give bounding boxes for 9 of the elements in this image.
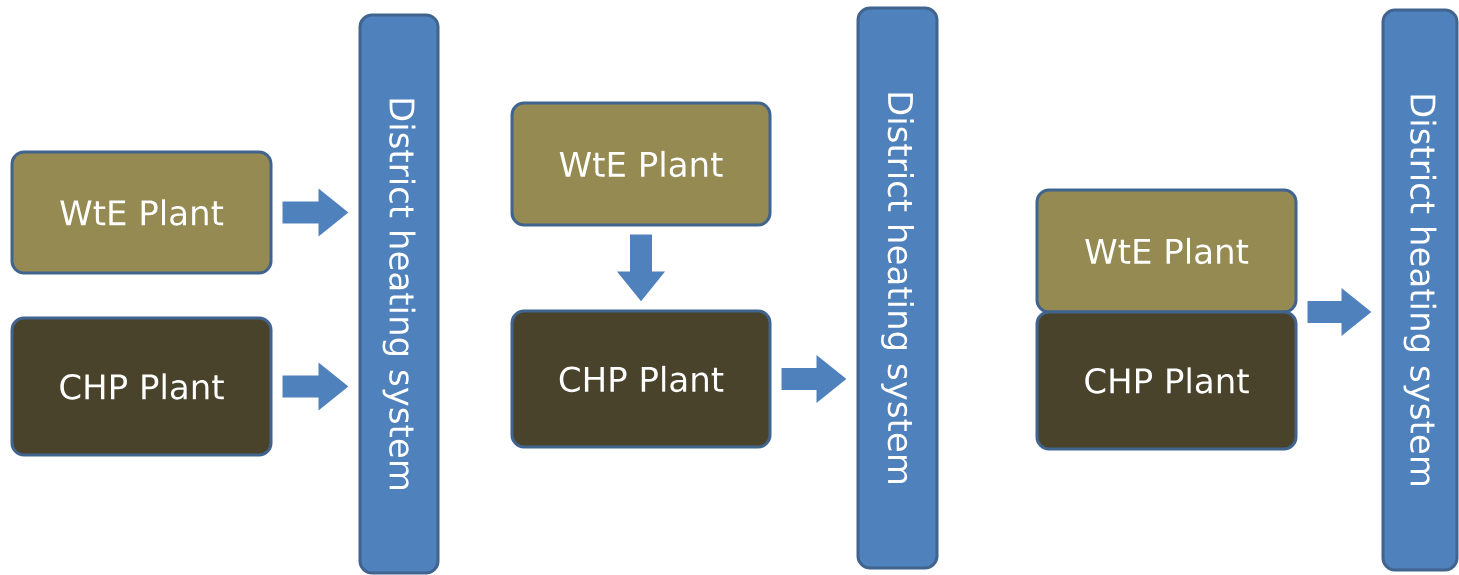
plant-box: CHP Plant (10, 316, 273, 457)
plant-box: WtE Plant (10, 150, 273, 275)
plant-box: WtE Plant (1035, 188, 1298, 314)
plant-box: WtE Plant (510, 101, 772, 227)
plant-box: CHP Plant (510, 309, 772, 449)
system-bar: District heating system (856, 6, 939, 570)
system-bar: District heating system (1381, 8, 1459, 572)
plant-box: CHP Plant (1035, 310, 1298, 451)
system-bar: District heating system (358, 13, 440, 575)
